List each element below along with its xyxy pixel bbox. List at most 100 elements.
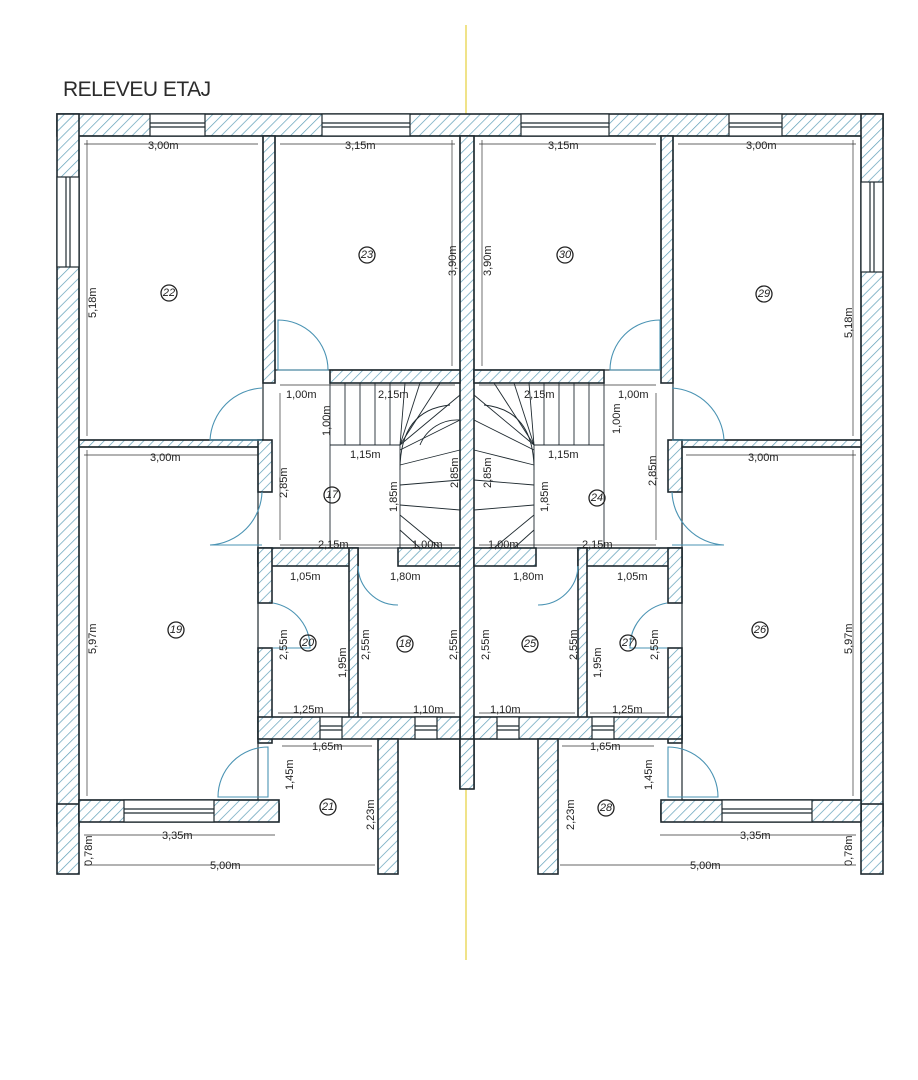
door-arc	[609, 319, 661, 371]
room-outlines	[78, 135, 862, 801]
dim-label: 1,85m	[539, 481, 551, 512]
svg-text:18: 18	[399, 638, 412, 650]
dim-label: 1,45m	[643, 759, 655, 790]
dim-label: 2,85m	[647, 455, 659, 486]
svg-text:19: 19	[170, 624, 182, 636]
dim-label: 3,00m	[150, 452, 181, 464]
dim-label: 1,45m	[284, 759, 296, 790]
dim-label: 1,15m	[548, 449, 579, 461]
dim-label: 2,15m	[378, 389, 409, 401]
room-marker-19: 19	[167, 621, 185, 639]
room-marker-25: 25	[521, 635, 539, 653]
room-marker-28: 28	[597, 799, 615, 817]
window	[319, 716, 343, 740]
dim-label: 3,90m	[447, 245, 459, 276]
svg-text:28: 28	[599, 802, 613, 814]
svg-text:21: 21	[321, 801, 334, 813]
dim-label: 1,10m	[413, 704, 444, 716]
dim-label: 1,00m	[412, 539, 443, 551]
dim-label: 2,55m	[649, 629, 661, 660]
dim-label: 2,15m	[318, 539, 349, 551]
dim-label: 1,00m	[618, 389, 649, 401]
dim-label: 5,18m	[87, 287, 99, 318]
dim-label: 1,25m	[612, 704, 643, 716]
svg-text:17: 17	[326, 489, 339, 501]
room-marker-20: 20	[299, 634, 317, 652]
room-marker-26: 26	[751, 621, 769, 639]
room-marker-24: 24	[588, 489, 606, 507]
svg-text:24: 24	[590, 492, 603, 504]
staircase-left	[329, 382, 461, 549]
dim-label: 1,85m	[388, 481, 400, 512]
dim-label: 1,00m	[321, 405, 333, 436]
dim-label: 1,95m	[592, 647, 604, 678]
dim-label: 1,05m	[290, 571, 321, 583]
dim-label: 5,97m	[843, 623, 855, 654]
door-arc	[272, 602, 311, 649]
dim-label: 2,15m	[582, 539, 613, 551]
window	[414, 716, 438, 740]
door-arc	[209, 491, 263, 546]
room-marker-18: 18	[396, 635, 414, 653]
door-arc	[209, 387, 263, 441]
room-markers: 22 23 30 29 17 24 19 26 20 18 25 27 21 2…	[160, 246, 773, 817]
dim-label: 1,80m	[513, 571, 544, 583]
room-marker-23: 23	[358, 246, 376, 264]
room-marker-17: 17	[323, 486, 341, 504]
window	[149, 113, 206, 137]
dimension-labels: 3,00m 3,15m 3,15m 3,00m 5,18m 3,90m 3,90…	[83, 140, 855, 872]
room-marker-22: 22	[160, 284, 178, 302]
door-arc	[629, 602, 668, 649]
dim-label: 1,65m	[590, 741, 621, 753]
svg-text:27: 27	[621, 637, 635, 649]
dim-label: 1,65m	[312, 741, 343, 753]
dim-label: 3,15m	[548, 140, 579, 152]
dim-label: 1,25m	[293, 704, 324, 716]
dim-label: 1,15m	[350, 449, 381, 461]
dim-label: 3,90m	[482, 245, 494, 276]
dim-label: 2,55m	[568, 629, 580, 660]
room-marker-21: 21	[319, 798, 337, 816]
door-arc	[277, 319, 329, 371]
window	[520, 113, 610, 137]
dim-label: 5,00m	[690, 860, 721, 872]
dim-label: 5,18m	[843, 307, 855, 338]
windows	[56, 113, 884, 823]
door-arc	[357, 565, 399, 606]
dimension-lines	[84, 140, 856, 866]
dim-label: 0,78m	[843, 835, 855, 866]
dim-label: 1,80m	[390, 571, 421, 583]
plan-title: RELEVEU ETAJ	[63, 78, 211, 101]
dim-label: 0,78m	[83, 835, 95, 866]
svg-text:20: 20	[301, 637, 315, 649]
dim-label: 3,00m	[746, 140, 777, 152]
dim-label: 2,55m	[448, 629, 460, 660]
svg-text:26: 26	[753, 624, 767, 636]
doors	[209, 319, 725, 798]
room-marker-30: 30	[556, 246, 574, 264]
svg-text:29: 29	[757, 288, 770, 300]
dim-label: 3,00m	[748, 452, 779, 464]
window	[728, 113, 783, 137]
dim-label: 2,85m	[482, 457, 494, 488]
window	[56, 176, 80, 268]
svg-text:25: 25	[523, 638, 537, 650]
dim-label: 1,10m	[490, 704, 521, 716]
dim-label: 3,35m	[162, 830, 193, 842]
dim-label: 3,00m	[148, 140, 179, 152]
room-marker-27: 27	[619, 634, 637, 652]
room-marker-29: 29	[755, 285, 773, 303]
dim-label: 2,15m	[524, 389, 555, 401]
dim-label: 1,95m	[337, 647, 349, 678]
dim-label: 2,85m	[449, 457, 461, 488]
window	[321, 113, 411, 137]
staircase-right	[473, 382, 605, 549]
dim-label: 2,23m	[365, 799, 377, 830]
window	[123, 799, 215, 823]
dim-label: 1,00m	[611, 403, 623, 434]
window	[860, 181, 884, 273]
window	[721, 799, 813, 823]
dim-label: 2,85m	[278, 467, 290, 498]
dim-label: 1,05m	[617, 571, 648, 583]
